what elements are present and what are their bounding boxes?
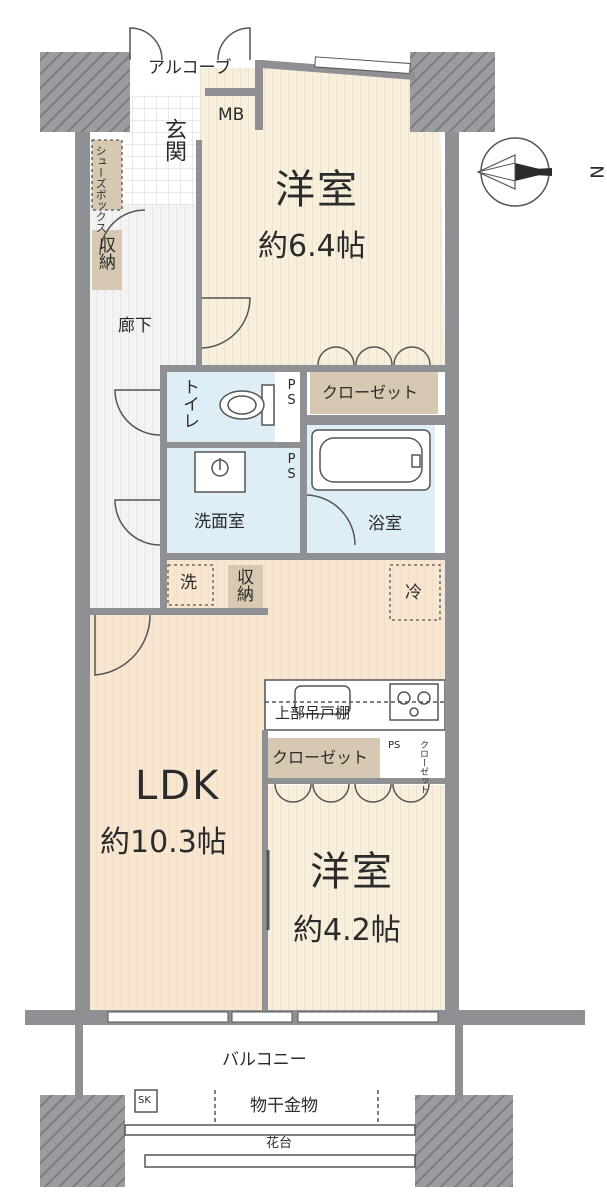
ps-3-floor [383,738,408,756]
toilet-fixture [219,384,275,426]
floor-areas [88,68,446,1010]
windows [107,56,439,1023]
dotted-boxes [91,139,441,621]
washer-label: 洗 [180,573,197,593]
wash-basin [194,451,246,493]
shoebox-label: シューズボックス [94,145,108,233]
flower-bed-label: 花台 [266,1136,293,1151]
fridge-label: 冷 [405,583,422,603]
western-room-2-name: 洋室 [310,849,394,895]
upper-cabinet-label: 上部吊戸棚 [275,704,351,722]
bottom-right-column [415,1095,513,1187]
western-room-1-name: 洋室 [275,167,359,213]
corridor-label: 廊下 [118,316,152,336]
storage-1-label: 収納 [95,236,115,270]
laundry-pole-label: 物干金物 [250,1096,318,1116]
kitchen-fixtures [265,683,445,721]
genkan-floor [125,95,200,205]
storage-1-floor [92,230,122,290]
closet-1-label: クローゼット [322,383,419,402]
balcony-label: バルコニー [222,1050,307,1070]
storage-2-floor [228,565,263,610]
bathtub [311,429,431,491]
closet-3-label: クローゼット [418,740,428,794]
sk-label: SK [138,1095,151,1106]
alcove-label: アルコーブ [148,58,232,78]
ps-1-label: PS [284,378,299,408]
bath-label: 浴室 [368,514,402,534]
closet-1-floor [310,372,438,414]
bottom-left-column [40,1095,125,1187]
sk-box [134,1089,158,1113]
western-room-1-floor [200,68,445,365]
genkan-label: 玄関 [161,118,186,162]
ps-2-label: PS [284,452,299,482]
western-room-1-size: 約6.4帖 [258,229,366,264]
washroom-label: 洗面室 [194,512,245,532]
ps-3-label: PS [388,740,401,751]
storage-2-label: 収納 [233,568,253,602]
ldk-name: LDK [135,763,221,809]
top-right-column [410,52,495,132]
north-compass-icon [476,137,552,207]
western-room-2-size: 約4.2帖 [293,913,401,948]
top-left-column [40,52,130,132]
closet-3-floor [410,738,445,783]
doors [94,27,431,930]
ldk-floor [90,560,445,1010]
balcony-structure [124,1089,416,1168]
ldk-size: 約10.3帖 [100,825,227,860]
closet-2-label: クローゼット [272,748,369,767]
closet-2-floor [268,738,380,778]
shoebox-floor [92,140,122,210]
western-room-2-floor [265,785,445,1010]
toilet-label: トイレ [179,378,199,429]
north-label: N [587,165,607,179]
mb-label: MB [218,105,245,125]
